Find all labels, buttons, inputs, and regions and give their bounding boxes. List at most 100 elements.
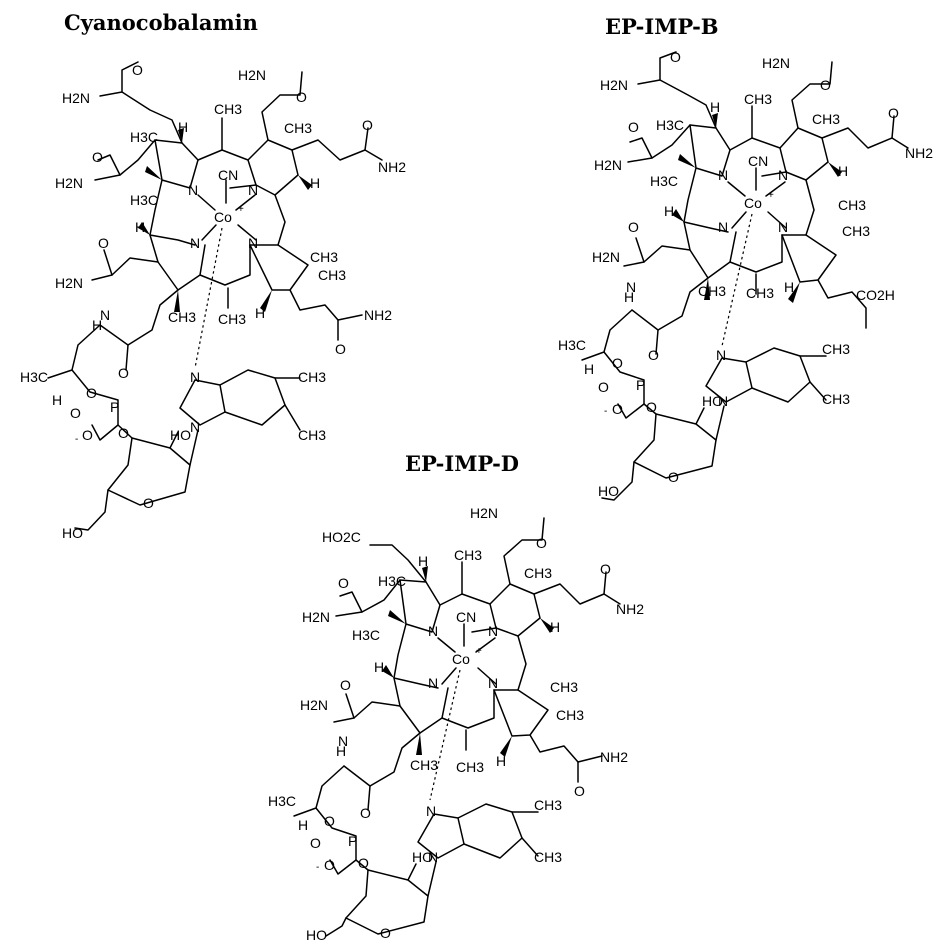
b-methyl-h3c-1: H3C [656, 117, 684, 133]
methyl-ch3-4: CH3 [318, 267, 346, 283]
b-ligand-cn: CN [748, 153, 768, 169]
d-amide-h2n-2: H2N [302, 609, 330, 625]
d-ligand-cn: CN [456, 609, 476, 625]
d-amide-o-1: O [536, 535, 547, 551]
methyl-ch3-6: CH3 [218, 311, 246, 327]
d-stereo-h-3: H [374, 659, 384, 675]
d-amide-n: N [338, 733, 348, 749]
phosphate-o-2: O [82, 427, 93, 443]
amide-n-1: H [92, 317, 102, 333]
d-stereo-h-2: H [550, 619, 560, 635]
d-methyl-h3c-1: H3C [378, 573, 406, 589]
b-stereo-h-2: H [838, 163, 848, 179]
ring-n-1: N [188, 182, 198, 198]
cobalt-charge-1: + [238, 204, 244, 215]
imidazole-n-1: N [190, 369, 200, 385]
b-cobalt-charge: + [768, 190, 774, 201]
structure-ep-imp-b [581, 51, 909, 501]
d-phosphate-o-2: O [324, 857, 335, 873]
b-amide-n: N [626, 279, 636, 295]
amide-o-1: O [132, 62, 143, 78]
b-cobalt-co: Co [744, 195, 762, 211]
d-cobalt-co: Co [452, 651, 470, 667]
b-stereo-h-4: H [784, 279, 794, 295]
phosphate-o-1: O [70, 405, 81, 421]
d-amide-o-5: O [574, 783, 585, 799]
b-methyl-h3c-2: H3C [650, 173, 678, 189]
title-cyanocobalamin: Cyanocobalamin [64, 10, 258, 35]
amide-o-3: O [362, 117, 373, 133]
b-sugar-ho-2: HO [598, 483, 619, 499]
d-amide-nh2-2: NH2 [600, 749, 628, 765]
d-ester-o-1: O [324, 813, 335, 829]
b-phosphate-charge: - [604, 406, 607, 417]
amide-h2n-2: H2N [238, 67, 266, 83]
amide-n-2: N [100, 307, 110, 323]
b-methyl-ch3-8: CH3 [822, 391, 850, 407]
d-methyl-ch3-4: CH3 [556, 707, 584, 723]
b-phosphate-o-2: O [612, 401, 623, 417]
d-phosphate-p: P [348, 833, 357, 849]
d-amide-o-3: O [338, 575, 349, 591]
b-methyl-ch3-3: CH3 [838, 197, 866, 213]
d-ring-n-1: N [428, 623, 438, 639]
b-sugar-ho-1: HO [702, 393, 723, 409]
b-stereo-h-5: H [584, 361, 594, 377]
structure-cyanocobalamin [47, 61, 383, 531]
amide-h2n-1: H2N [62, 90, 90, 106]
d-methyl-ch3-8: CH3 [534, 849, 562, 865]
d-acid-ho2c: HO2C [322, 529, 361, 545]
d-methyl-ch3-7: CH3 [534, 797, 562, 813]
amide-o-2: O [296, 89, 307, 105]
amide-o-7: O [118, 365, 129, 381]
d-amide-o-6: O [360, 805, 371, 821]
d-methyl-ch3-1: CH3 [454, 547, 482, 563]
d-methyl-ch3-3: CH3 [550, 679, 578, 695]
methyl-ch3-1: CH3 [214, 101, 242, 117]
b-methyl-ch3-6: CH3 [746, 285, 774, 301]
amide-o-5: O [98, 235, 109, 251]
methyl-ch3-7: CH3 [298, 369, 326, 385]
d-amide-nh2-1: NH2 [616, 601, 644, 617]
stereo-h-2: H [310, 175, 320, 191]
d-methyl-h3c-2: H3C [352, 627, 380, 643]
b-imidazole-n-1: N [716, 347, 726, 363]
d-amide-o-4: O [340, 677, 351, 693]
d-sugar-ho-2: HO [306, 927, 327, 943]
d-stereo-h-1: H [418, 553, 428, 569]
ligand-cn-1: CN [218, 167, 238, 183]
d-sugar-o: O [380, 925, 391, 941]
d-methyl-ch3-2: CH3 [524, 565, 552, 581]
b-ring-n-2: N [778, 167, 788, 183]
stereo-h-5: H [52, 392, 62, 408]
structure-ep-imp-d [293, 517, 621, 937]
labels-ep-imp-b: H2N O H2N O H CH3 CH3 H3C O NH2 H2N O H3… [558, 49, 933, 499]
ring-n-4: N [248, 235, 258, 251]
b-amide-h2n-3: H2N [594, 157, 622, 173]
b-amide-h2n-1: H2N [600, 77, 628, 93]
ester-o-2: O [118, 425, 129, 441]
b-methyl-ch3-5: CH3 [698, 283, 726, 299]
d-phosphate-charge: - [316, 862, 319, 873]
ester-o-1: O [86, 385, 97, 401]
b-amide-o-6: O [648, 347, 659, 363]
stereo-h-1: H [178, 119, 188, 135]
b-methyl-ch3-7: CH3 [822, 341, 850, 357]
b-acid-co2h: CO2H [856, 287, 895, 303]
title-ep-imp-d: EP-IMP-D [405, 451, 519, 476]
stereo-h-4: H [255, 305, 265, 321]
methyl-h3c-3: H3C [20, 369, 48, 385]
b-methyl-ch3-1: CH3 [744, 91, 772, 107]
b-imidazole-n-2: N [718, 393, 728, 409]
methyl-ch3-8: CH3 [298, 427, 326, 443]
sugar-o-1: O [143, 495, 154, 511]
b-amide-h: H [624, 289, 634, 305]
b-amide-o-1: O [670, 49, 681, 65]
amide-nh2-2: NH2 [364, 307, 392, 323]
b-amide-h2n-2: H2N [762, 55, 790, 71]
d-imidazole-n-2: N [428, 849, 438, 865]
ring-n-2: N [248, 182, 258, 198]
b-amide-o-3: O [888, 105, 899, 121]
d-ring-n-2: N [488, 623, 498, 639]
b-stereo-h-3: H [664, 203, 674, 219]
